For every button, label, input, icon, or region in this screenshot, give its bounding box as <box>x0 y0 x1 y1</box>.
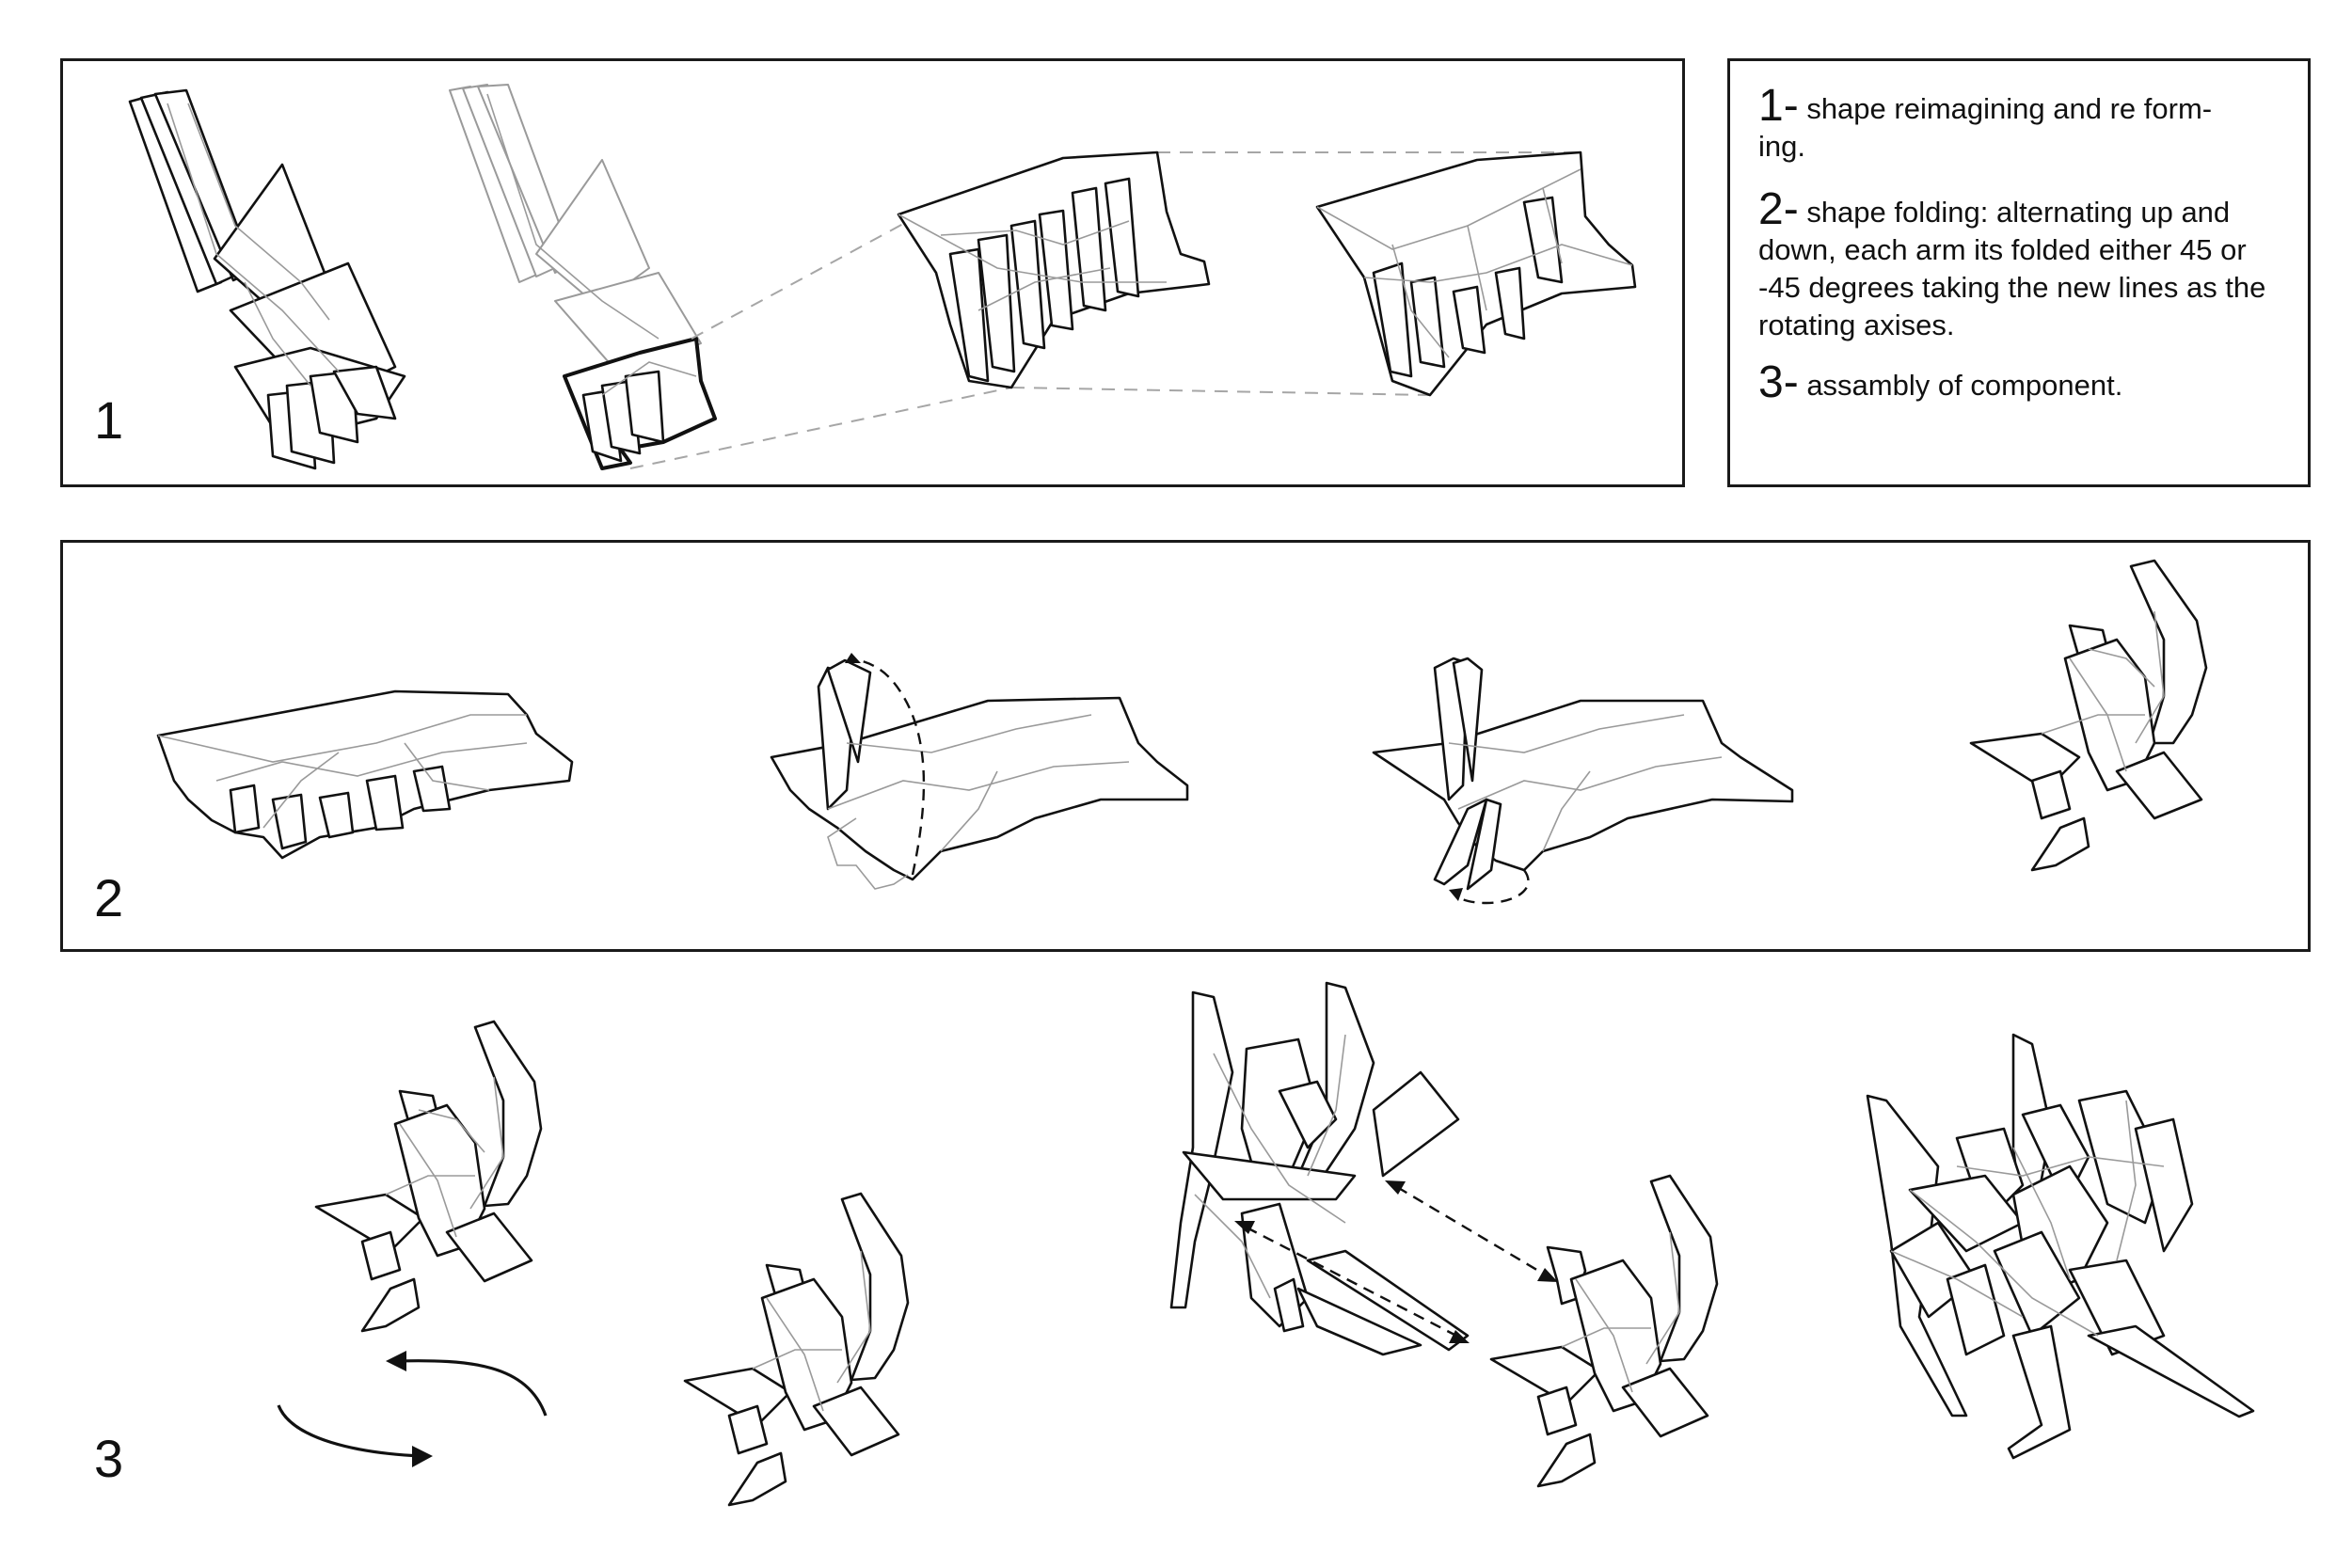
step1-form-highlight <box>449 84 717 470</box>
step3-assembly-final <box>1866 1033 2255 1460</box>
legend-item-3: 3- assambly of component. <box>1758 360 2290 405</box>
step2-form-flat <box>156 689 574 860</box>
assembly-arrow-bottom-head-b <box>1449 1330 1470 1343</box>
step1-form-full <box>128 88 406 470</box>
assembly-arrow-bottom <box>1246 1226 1457 1338</box>
step-2-number: 2 <box>94 868 124 927</box>
assembly-arrow-bottom-head-a <box>1234 1221 1255 1234</box>
step-1-number: 1 <box>94 390 124 450</box>
projection-line-bottom <box>629 387 1012 469</box>
step1-component-creased <box>1315 150 1637 397</box>
legend-item-2: 2- shape folding: alternating up and dow… <box>1758 187 2290 344</box>
rotation-arrow-upper <box>394 1359 548 1417</box>
step2-form-folded <box>1969 559 2208 872</box>
legend-text-1: shape reimagining and re form- ing. <box>1758 92 2213 163</box>
step3-component-left <box>314 1020 543 1333</box>
step3-component-second <box>683 1192 910 1507</box>
step3-component-approach <box>1489 1174 1719 1488</box>
rotation-arrow-lower-head <box>412 1446 433 1467</box>
step-2-panel <box>60 540 2311 952</box>
legend-number-1: 1- <box>1758 81 1799 131</box>
legend-item-1: 1- shape reimagining and re form- ing. <box>1758 84 2290 166</box>
legend-number-3: 3- <box>1758 357 1799 407</box>
fold-arrow-head-down <box>1449 888 1463 901</box>
assembly-arrow-top-head-b <box>1537 1268 1558 1282</box>
step-3-number: 3 <box>94 1429 124 1488</box>
rotation-arrow-lower <box>277 1404 422 1458</box>
step2-form-fold-up <box>770 653 1189 890</box>
fold-path-down <box>1453 869 1530 905</box>
step2-form-fold-down <box>1372 657 1794 905</box>
projection-line-bottom-right <box>1010 387 1431 396</box>
projection-line-top <box>691 223 904 340</box>
legend-text-2: shape folding: alternating up and down, … <box>1758 196 2266 341</box>
legend-number-2: 2- <box>1758 184 1799 234</box>
step3-assembly-partial <box>1169 981 1470 1356</box>
fold-path-up <box>850 657 926 876</box>
step-1-panel <box>60 58 1685 487</box>
assembly-arrow-top-head-a <box>1385 1180 1406 1195</box>
legend-text-3: assambly of component. <box>1806 369 2123 402</box>
legend-panel: 1- shape reimagining and re form- ing. 2… <box>1727 58 2311 487</box>
fold-arrow-head-up <box>845 653 861 663</box>
rotation-arrow-upper-head <box>386 1351 406 1371</box>
assembly-arrow-top <box>1396 1185 1546 1276</box>
step1-component-enlarged <box>897 150 1211 389</box>
